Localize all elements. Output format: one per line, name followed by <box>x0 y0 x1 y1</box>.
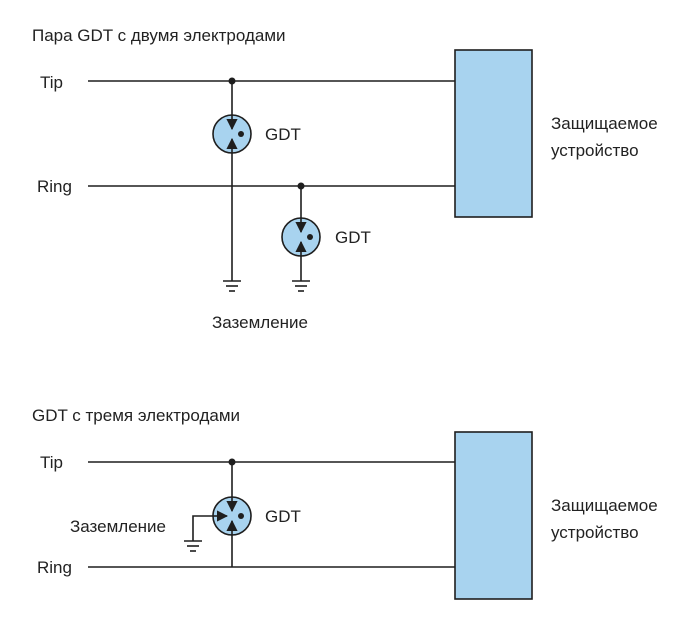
bottom-device-label-line1: Защищаемое <box>551 496 658 515</box>
top-tip-label: Tip <box>40 73 63 92</box>
three-electrode-diagram: GDT с тремя электродами Tip Ring GDT Заз… <box>32 406 658 600</box>
gdt1-dot <box>238 131 244 137</box>
top-ring-label: Ring <box>37 177 72 196</box>
gdt3-dot <box>238 513 244 519</box>
bottom-device-label-line2: устройство <box>551 523 639 542</box>
top-diagram-title: Пара GDT с двумя электродами <box>32 26 286 45</box>
bottom-ring-label: Ring <box>37 558 72 577</box>
gdt1-label: GDT <box>265 125 301 144</box>
top-device-label-line2: устройство <box>551 141 639 160</box>
top-ground-label: Заземление <box>212 313 308 332</box>
gdt2-dot <box>307 234 313 240</box>
three-electrode-gdt-symbol <box>192 462 252 567</box>
top-device-label-line1: Защищаемое <box>551 114 658 133</box>
bottom-tip-label: Tip <box>40 453 63 472</box>
gdt3-ground-wire <box>192 515 213 541</box>
bottom-ground-label: Заземление <box>70 517 166 536</box>
bottom-diagram-title: GDT с тремя электродами <box>32 406 240 425</box>
two-electrode-diagram: Пара GDT с двумя электродами Tip Ring GD… <box>32 26 658 332</box>
gdt1-symbol <box>212 81 252 281</box>
top-protected-device <box>454 49 533 218</box>
gdt2-label: GDT <box>335 228 371 247</box>
bottom-protected-device <box>454 431 533 600</box>
ground-icon <box>184 540 202 552</box>
ground-icon <box>292 280 310 292</box>
ground-icon <box>223 280 241 292</box>
gdt3-label: GDT <box>265 507 301 526</box>
gdt2-symbol <box>281 186 321 281</box>
